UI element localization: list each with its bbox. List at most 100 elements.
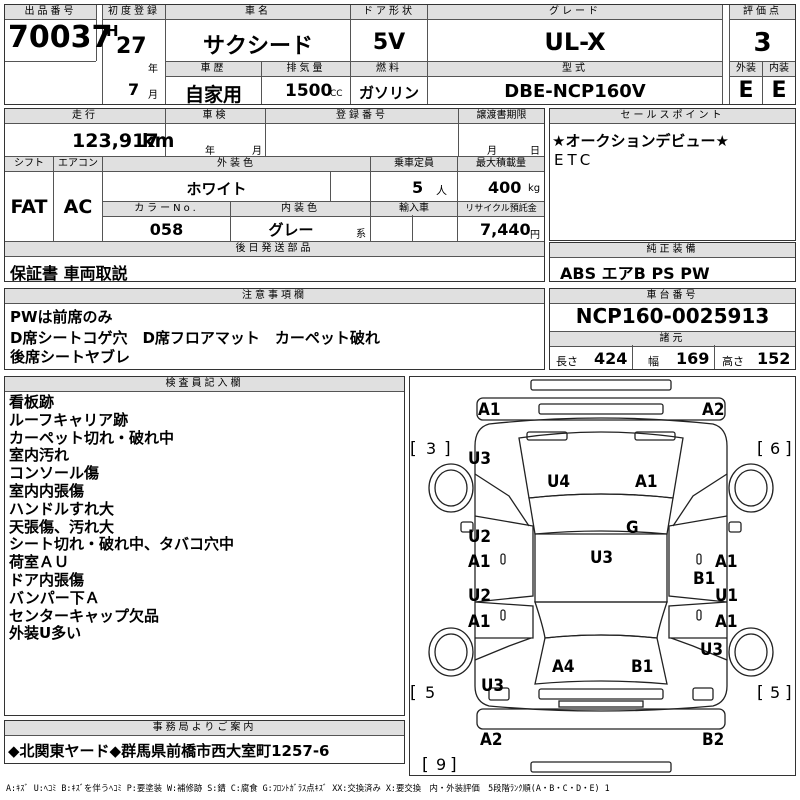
hdr-sales-point: セールスポイント [550, 109, 795, 124]
damage-code-right-rear-door-a: A1 [715, 612, 738, 632]
transfer-month-unit: 月 [487, 146, 497, 157]
chassis-number: NCP160-0025913 [575, 304, 770, 328]
damage-code-windshield: G [626, 518, 639, 538]
mileage-unit: km [142, 130, 175, 152]
hdr-exterior: 外装 [730, 61, 762, 77]
damage-code-left-front-door-a: A1 [468, 552, 491, 572]
history-value: 自家用 [184, 84, 242, 106]
hdr-score: 評価点 [730, 5, 795, 20]
hdr-capacity: 乗車定員 [371, 157, 457, 172]
hdr-interior: 内装 [763, 61, 795, 77]
length-label: 長さ [556, 355, 578, 368]
later-parts-value: 保証書 車両取説 [10, 264, 128, 283]
max-load-value: 400 [488, 178, 522, 197]
sales-point-box [549, 108, 796, 241]
damage-code-left-rear-door-u: U2 [468, 586, 492, 606]
reg-year-unit: 年 [148, 64, 158, 75]
panel-number-3: 3 [426, 439, 437, 458]
hdr-genuine: 純正装備 [550, 243, 795, 258]
sales-point-line2: ETC [554, 151, 595, 169]
grade-value: UL-X [544, 28, 606, 56]
caution-line1: PWは前席のみ [10, 308, 113, 326]
damage-code-hood-right: A1 [635, 472, 658, 492]
inspector-note: 荷室ＡＵ [9, 553, 70, 572]
ext-color-value: ホワイト [186, 180, 247, 198]
panel-number-5-right: 5 [770, 683, 781, 702]
hdr-recycle: リサイクル預託金 [458, 201, 544, 217]
height-label: 高さ [722, 355, 744, 368]
inspector-note: シート切れ・破れ中、タバコ穴中 [9, 535, 235, 554]
damage-code-right-front-door: A1 [715, 552, 738, 572]
inspector-note: 看板跡 [9, 393, 55, 411]
max-load-unit: kg [528, 183, 541, 194]
hdr-office: 事務局よりご案内 [5, 721, 404, 736]
hdr-inspector: 検査員記入欄 [5, 377, 404, 392]
displacement-value: 1500 [285, 81, 333, 101]
chassis-box [549, 288, 796, 370]
sales-point-line1: ★オークションデビュー★ [552, 132, 729, 150]
info-top-block [4, 4, 796, 105]
panel-bracket-5-right-close: ] [785, 683, 792, 703]
aircon-value: AC [63, 196, 93, 218]
damage-code-front-right: A2 [702, 400, 725, 420]
panel-number-9: 9 [436, 755, 447, 774]
int-color-value: グレー [268, 221, 314, 239]
damage-diagram-box [409, 376, 796, 776]
hdr-history: 車歴 [166, 61, 261, 77]
hdr-int-color: 内装色 [231, 201, 370, 217]
hdr-door: ドア形状 [351, 5, 427, 20]
panel-bracket-9: [ [422, 755, 429, 775]
damage-code-rear-left: A2 [480, 730, 503, 750]
hdr-max-load: 最大積載量 [458, 157, 544, 172]
recycle-value: 7,440 [480, 220, 531, 239]
panel-bracket-6-close: ] [785, 439, 792, 459]
hdr-mileage: 走行 [5, 109, 165, 124]
exterior-grade: E [738, 78, 754, 103]
hdr-chassis: 車台番号 [550, 289, 795, 304]
hdr-grade: グレード [428, 5, 722, 20]
era-label: H [106, 22, 119, 40]
width-value: 169 [676, 349, 710, 368]
inspection-year-unit: 年 [205, 146, 215, 157]
inspection-month-unit: 月 [252, 146, 262, 157]
hdr-ext-color: 外装色 [103, 157, 370, 172]
office-info: ◆北関東ヤード◆群馬県前橋市西大室町1257-6 [8, 742, 330, 760]
caution-line3: 後席シートヤブレ [10, 348, 131, 366]
reg-month-unit: 月 [148, 90, 158, 101]
caution-line2: D席シートコゲ穴 D席フロアマット カーペット破れ [10, 329, 380, 347]
hdr-fuel: 燃料 [351, 61, 427, 77]
hdr-later-parts: 後日発送部品 [5, 242, 544, 257]
damage-code-tailgate-right: B1 [631, 657, 654, 677]
damage-code-front-left: A1 [478, 400, 501, 420]
capacity-value: 5 [412, 178, 424, 197]
panel-bracket-6: [ [757, 439, 764, 459]
displacement-unit: CC [330, 89, 343, 99]
caution-box [4, 288, 545, 370]
hdr-aircon: エアコン [54, 157, 102, 172]
reg-month: 7 [128, 80, 140, 99]
hdr-lot-no: 出品番号 [5, 5, 96, 20]
damage-code-right-pillar: B1 [693, 569, 716, 589]
hdr-inspection: 車検 [166, 109, 265, 124]
panel-bracket-5-left: [ [410, 683, 417, 703]
fuel-value: ガソリン [358, 84, 419, 102]
inspector-note: コンソール傷 [9, 464, 100, 483]
color-no-value: 058 [149, 220, 184, 239]
inspector-note: ドア内張傷 [9, 570, 85, 589]
inspector-note: センターキャップ欠品 [9, 606, 160, 625]
panel-bracket-5-right: [ [757, 683, 764, 703]
int-color-suffix: 系 [356, 229, 366, 240]
damage-code-tailgate-left: A4 [552, 657, 575, 677]
inspector-notes-list: 看板跡 ルーフキャリア跡 カーペット切れ・破れ中 室内汚れ コンソール傷 室内内… [9, 393, 235, 643]
car-diagram-svg [428, 379, 774, 773]
vehicle-detail-block [4, 108, 545, 282]
hdr-reg-no: 登録番号 [266, 109, 458, 124]
hdr-displacement: 排気量 [262, 61, 350, 77]
inspector-note: ルーフキャリア跡 [9, 410, 129, 429]
car-name: サクシード [202, 34, 313, 59]
damage-code-roof: U3 [590, 548, 614, 568]
transfer-day-unit: 日 [530, 146, 540, 157]
hdr-caution: 注意事項欄 [5, 289, 544, 304]
length-value: 424 [594, 349, 628, 368]
damage-code-left-front-door-u: U2 [468, 527, 492, 547]
